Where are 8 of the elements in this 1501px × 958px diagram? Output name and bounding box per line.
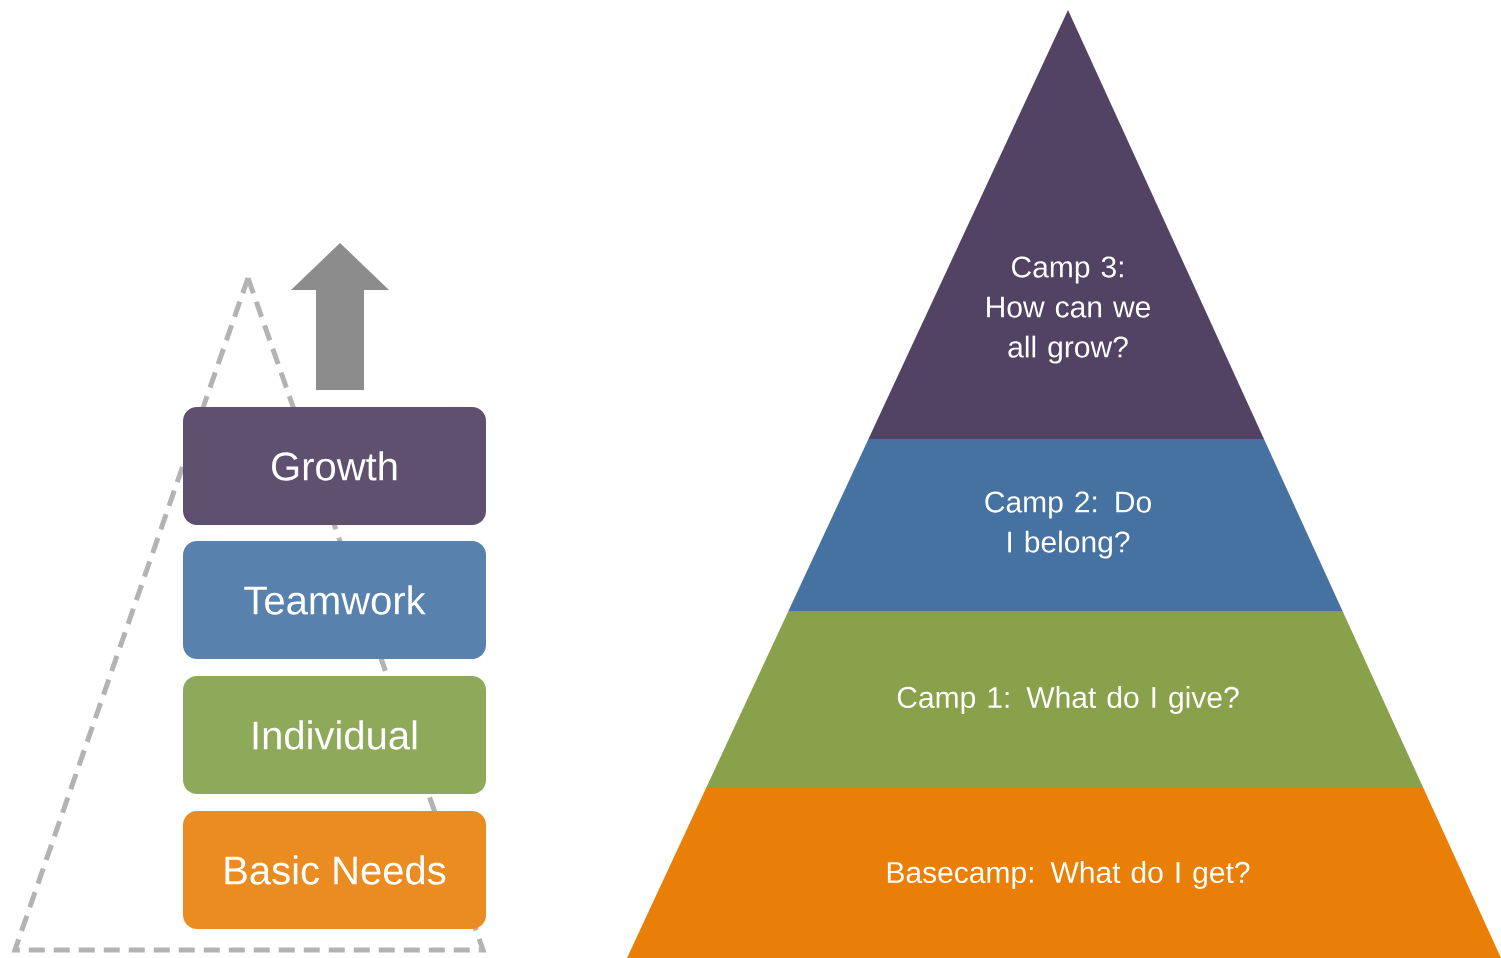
level-box: Basic Needs [183, 811, 486, 929]
pyramid-band: Camp 3: How can we all grow? [868, 10, 1264, 439]
pyramid-band: Basecamp: What do I get? [627, 788, 1501, 958]
pyramid-band: Camp 2: Do I belong? [788, 439, 1343, 611]
level-box: Individual [183, 676, 486, 794]
level-box: Growth [183, 407, 486, 525]
level-box: Teamwork [183, 541, 486, 659]
pyramid-band: Camp 1: What do I give? [706, 611, 1424, 788]
